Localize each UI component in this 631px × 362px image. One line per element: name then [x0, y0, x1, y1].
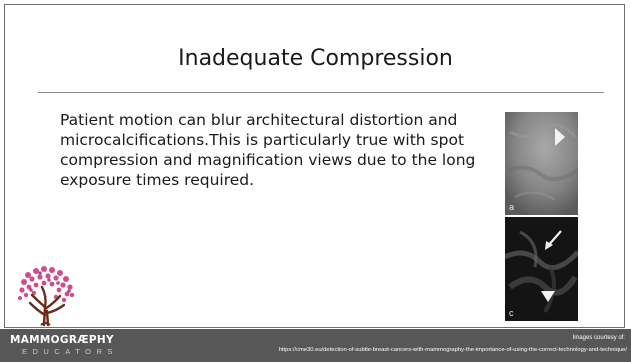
mammogram-c-texture	[505, 217, 578, 321]
mammogram-image-a: a	[505, 112, 578, 215]
footer-bar: MAMMOGRÆPHY EDUCATORS Images courtesy of…	[0, 329, 631, 362]
image-label-a: a	[509, 202, 515, 212]
mammogram-a-texture	[505, 112, 578, 215]
arrowhead-icon	[541, 291, 555, 302]
image-label-c: c	[509, 308, 514, 318]
tree-logo-icon	[18, 266, 75, 327]
logo-text: MAMMOGRÆPHY	[10, 334, 114, 346]
logo-subtext: EDUCATORS	[22, 347, 118, 356]
source-url[interactable]: https://cme30.eu/detection-of-subtle-bre…	[278, 347, 627, 353]
slide-title: Inadequate Compression	[178, 46, 453, 71]
arrowhead-icon	[555, 128, 565, 146]
slide-body-text: Patient motion can blur architectural di…	[60, 111, 476, 189]
arrow-icon	[545, 230, 562, 250]
image-credit: Images courtesy of:	[572, 335, 625, 341]
mammogram-image-c: c	[505, 217, 578, 321]
title-divider	[38, 92, 604, 93]
slide-frame	[4, 4, 625, 328]
